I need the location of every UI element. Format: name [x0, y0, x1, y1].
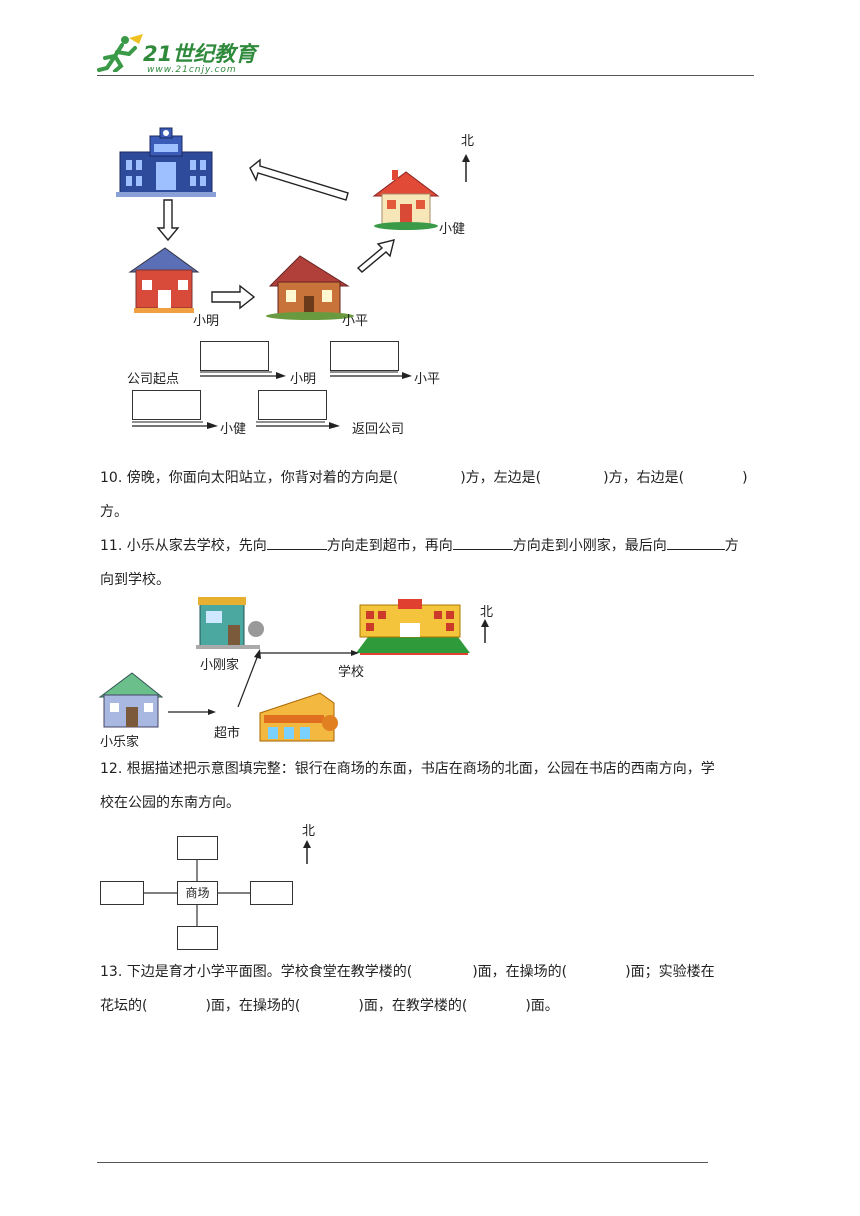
question-number: 11. — [100, 538, 123, 554]
mall-box: 商场 — [177, 881, 218, 905]
q13-text-2: )面，在操场的( — [472, 964, 568, 980]
xiaole-home-icon — [98, 672, 164, 728]
xiaogang-home-icon — [196, 597, 264, 649]
q11-text-1: 小乐从家去学校，先向 — [126, 538, 267, 554]
q11-blank-3[interactable] — [666, 535, 725, 550]
q13-text-3: )面；实验楼在 — [625, 964, 715, 980]
q13-text-6: )面，在教学楼的( — [358, 998, 468, 1014]
answer-box-1[interactable] — [200, 341, 269, 371]
q13-text-7: )面。 — [525, 998, 559, 1014]
route-stop3: 小健 — [220, 422, 247, 437]
logo-runner-icon — [97, 34, 143, 72]
figure-school-drawing — [98, 597, 489, 742]
logo-text: 21世纪教育 — [143, 42, 257, 66]
route-end: 返回公司 — [352, 422, 405, 437]
q11-text-4: 方 — [724, 538, 739, 554]
q13-text-1: 下边是育才小学平面图。学校食堂在教学楼的( — [126, 964, 413, 980]
label-xiaole-home: 小乐家 — [100, 735, 140, 750]
q12-text-1: 根据描述把示意图填完整：银行在商场的东面，书店在商场的北面，公园在书店的西南方向… — [126, 761, 715, 777]
q13-text-5: )面，在操场的( — [205, 998, 301, 1014]
xiaoming-house-icon — [128, 247, 200, 313]
q10-text-2: )方，左边是( — [460, 470, 542, 486]
q11-text-5: 向到学校。 — [100, 572, 170, 588]
figure-school-route: 北 小刚家 学校 小乐家 超市 — [98, 595, 498, 750]
q10-text-3: )方，右边是( — [603, 470, 685, 486]
xiaojian-house-icon — [372, 170, 440, 230]
question-number: 13. — [100, 964, 123, 980]
answer-box-south[interactable] — [177, 926, 218, 950]
header: 21世纪教育 www.21cnjy.com — [95, 30, 295, 75]
q10-text-1: 傍晚，你面向太阳站立，你背对着的方向是( — [126, 470, 399, 486]
route-stop2: 小平 — [414, 372, 441, 387]
label-xiaogang-home: 小刚家 — [200, 658, 240, 673]
answer-box-3[interactable] — [132, 390, 201, 420]
q12-text-2: 校在公园的东南方向。 — [100, 795, 240, 811]
q13-text-4: 花坛的( — [100, 998, 148, 1014]
question-13: 13. 下边是育才小学平面图。学校食堂在教学楼的( )面，在操场的( )面；实验楼在… — [100, 955, 770, 1023]
north-label: 北 — [480, 605, 494, 620]
q11-blank-1[interactable] — [266, 535, 327, 550]
answer-box-4[interactable] — [258, 390, 327, 420]
q10-text-5: 方。 — [100, 504, 128, 520]
north-label: 北 — [461, 134, 475, 149]
question-11: 11. 小乐从家去学校，先向 方向走到超市，再向 方向走到小刚家，最后向 方 向到学校… — [100, 529, 770, 597]
label-xiaoping: 小平 — [342, 314, 369, 329]
route-stop1: 小明 — [290, 372, 317, 387]
school-building-icon — [356, 599, 470, 655]
north-label: 北 — [302, 824, 316, 839]
label-school: 学校 — [338, 665, 365, 680]
figure-route-map: 北 小健 小明 小平 公司起点 小明 小平 小健 返回公司 — [100, 120, 480, 445]
supermarket-icon — [259, 692, 338, 742]
label-xiaoming: 小明 — [193, 314, 220, 329]
figure-mall-diagram: 商场 北 — [100, 820, 320, 952]
figure-route-drawing — [116, 127, 470, 429]
answer-box-2[interactable] — [330, 341, 399, 371]
q10-text-4: ) — [742, 470, 748, 486]
question-12: 12. 根据描述把示意图填完整：银行在商场的东面，书店在商场的北面，公园在书店的… — [100, 752, 770, 820]
question-number: 10. — [100, 470, 123, 486]
q11-blank-2[interactable] — [452, 535, 513, 550]
footer-divider — [97, 1162, 708, 1163]
q11-text-3: 方向走到小刚家，最后向 — [512, 538, 667, 554]
header-divider — [97, 75, 754, 76]
answer-box-west[interactable] — [100, 881, 144, 905]
xiaoping-house-icon — [266, 255, 354, 320]
company-building-icon — [116, 127, 216, 197]
label-market: 超市 — [214, 726, 241, 741]
figure-mall-lines — [144, 840, 311, 926]
logo-url: www.21cnjy.com — [147, 65, 237, 75]
q11-text-2: 方向走到超市，再向 — [326, 538, 453, 554]
question-10: 10. 傍晚，你面向太阳站立，你背对着的方向是()方，左边是()方，右边是() … — [100, 461, 770, 529]
route-start: 公司起点 — [127, 372, 180, 387]
label-xiaojian: 小健 — [439, 222, 466, 237]
answer-box-north[interactable] — [177, 836, 218, 860]
answer-box-east[interactable] — [250, 881, 293, 905]
question-number: 12. — [100, 761, 123, 777]
